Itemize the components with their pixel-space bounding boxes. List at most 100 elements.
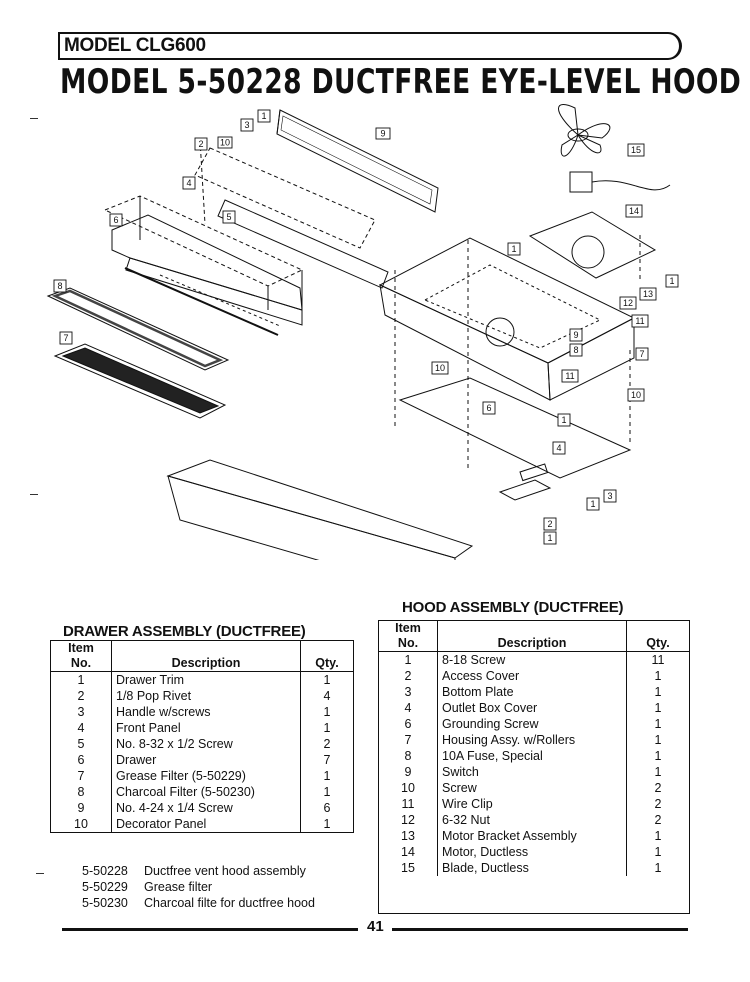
callout-number: 1	[561, 415, 566, 425]
callout-number: 2	[547, 519, 552, 529]
hood_assembly-cell-qty: 1	[654, 669, 662, 683]
bottom-plate-illustration	[398, 377, 632, 501]
drawer_assembly-cell-no: 4	[51, 720, 112, 736]
drawer_assembly-cell-description: Charcoal Filter (5-50230)	[111, 784, 301, 800]
drawer_assembly-cell-description: 1/8 Pop Rivet	[111, 688, 301, 704]
callout-number: 6	[486, 403, 491, 413]
hood_assembly-cell-qty: 1	[654, 685, 662, 699]
callout-number: 4	[556, 443, 561, 453]
front-panel-illustration	[194, 139, 389, 289]
hood_assembly-cell-description: Motor, Ductless	[437, 844, 627, 860]
drawer_assembly-cell-qty: 1	[323, 673, 331, 687]
drawer_assembly-cell-qty: 4	[323, 689, 331, 703]
callout-number: 2	[198, 139, 203, 149]
drawer_assembly-cell-description: Grease Filter (5-50229)	[111, 768, 301, 784]
hood-col-item-label: Item	[395, 621, 421, 635]
model-label-box: MODEL CLG600	[58, 32, 682, 60]
hood_assembly-cell-description: Wire Clip	[437, 796, 627, 812]
charcoal-filter-illustration	[53, 343, 227, 419]
drawer_assembly-cell-no: 9	[51, 800, 112, 816]
hood-col-item: Item No.	[379, 621, 438, 652]
drawer_assembly-cell-no: 10	[51, 816, 112, 832]
callout-number: 6	[113, 215, 118, 225]
callout-number: 11	[635, 316, 644, 326]
callout-number: 7	[63, 333, 68, 343]
hood-col-description: Description	[437, 621, 627, 652]
footer-rule-left	[62, 928, 358, 931]
drawer_assembly-cell-qty: 1	[323, 785, 331, 799]
margin-mark	[30, 494, 38, 495]
drawer-col-no-label: No.	[70, 656, 92, 670]
reference-code: 5-50230	[82, 896, 128, 910]
decorator-panel-illustration	[276, 109, 439, 213]
callout-number: 3	[244, 120, 249, 130]
callout-number: 8	[573, 345, 578, 355]
callout-number: 3	[607, 491, 612, 501]
page-title: MODEL 5-50228 DUCTFREE EYE-LEVEL HOOD	[60, 62, 742, 102]
drawer_assembly-cell-qty: 1	[323, 769, 331, 783]
drawer_assembly-cell-description: Drawer	[111, 752, 301, 768]
callout-number: 8	[57, 281, 62, 291]
drawer_assembly-cell-no: 7	[51, 768, 112, 784]
callout-number: 1	[511, 244, 516, 254]
hood_assembly-cell-qty: 1	[654, 701, 662, 715]
drawer_assembly-cell-description: Drawer Trim	[111, 671, 301, 688]
drawer_assembly-cell-no: 1	[51, 671, 112, 688]
hood_assembly-cell-no: 2	[379, 668, 438, 684]
callout-number: 9	[573, 330, 578, 340]
callout-number: 9	[380, 129, 385, 139]
hood_assembly-cell-no: 11	[379, 796, 438, 812]
callout-number: 1	[669, 276, 674, 286]
callout-number: 14	[629, 206, 639, 216]
hood_assembly-cell-description: 6-32 Nut	[437, 812, 627, 828]
drawer_assembly-cell-no: 8	[51, 784, 112, 800]
drawer_assembly-cell-qty: 7	[323, 753, 331, 767]
drawer_assembly-cell-qty: 1	[323, 817, 331, 831]
callout-number: 15	[631, 145, 641, 155]
hood_assembly-cell-description: Switch	[437, 764, 627, 780]
hood_assembly-cell-description: Housing Assy. w/Rollers	[437, 732, 627, 748]
drawer-col-qty: Qty.	[300, 641, 353, 672]
drawer-assembly-title: DRAWER ASSEMBLY (DUCTFREE)	[63, 623, 306, 640]
drawer-illustration	[103, 195, 304, 336]
hood-col-qty: Qty.	[626, 621, 689, 652]
hood_assembly-cell-qty: 1	[654, 749, 662, 763]
drawer_assembly-cell-qty: 6	[323, 801, 331, 815]
hood_assembly-cell-no: 9	[379, 764, 438, 780]
hood_assembly-cell-no: 4	[379, 700, 438, 716]
drawer_assembly-cell-no: 5	[51, 736, 112, 752]
model-label: MODEL CLG600	[64, 35, 206, 56]
reference-code: 5-50229	[82, 880, 128, 894]
hood_assembly-cell-qty: 1	[654, 733, 662, 747]
page-number: 41	[367, 918, 384, 935]
margin-mark	[30, 118, 38, 119]
hood_assembly-cell-qty: 2	[654, 797, 662, 811]
callout-number: 12	[623, 298, 633, 308]
drawer_assembly-cell-no: 6	[51, 752, 112, 768]
hood_assembly-cell-no: 8	[379, 748, 438, 764]
